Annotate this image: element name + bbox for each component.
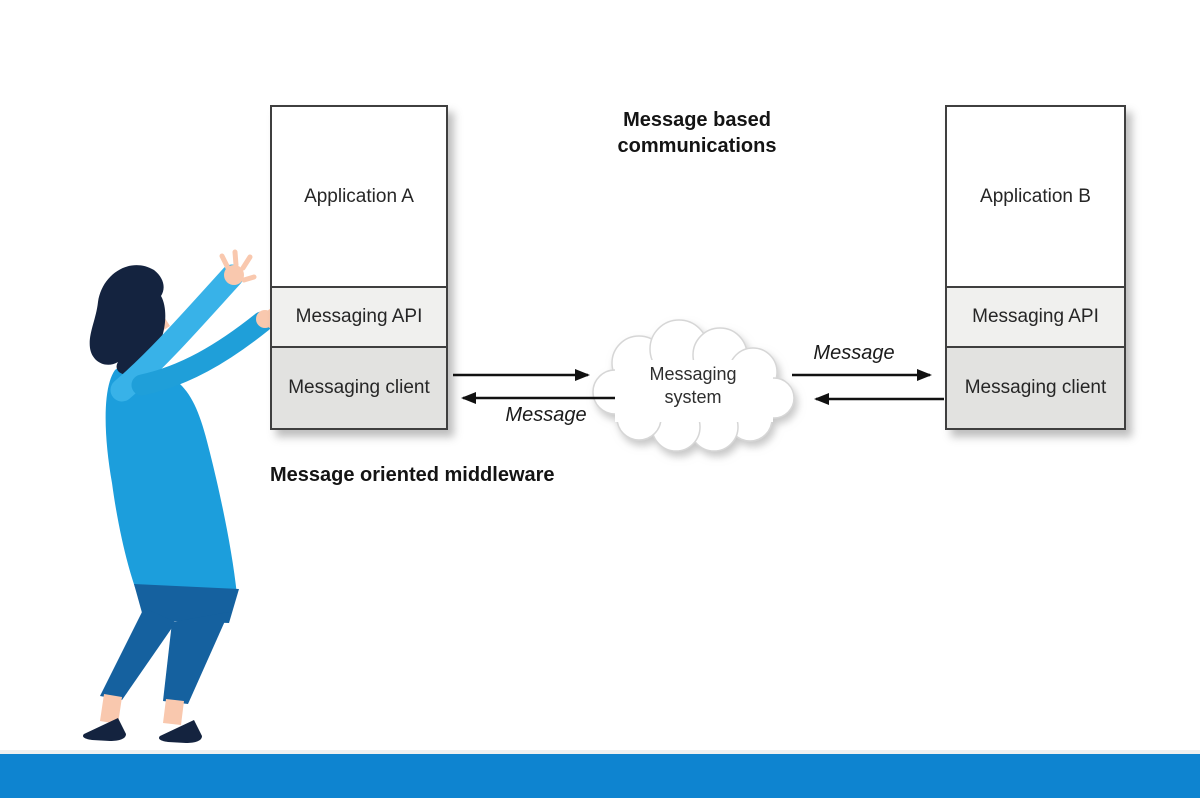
person-shoe-left [82,718,126,741]
person-nose [159,312,170,333]
person-pants-hip [134,584,239,623]
person-arm-reaching [131,311,273,396]
person-torso [105,364,238,595]
presenter-woman-illustration [82,249,288,743]
person-face [123,298,165,346]
person-hand-raised [219,249,257,285]
bottom-bar [0,754,1200,798]
person-hair [89,265,166,375]
diagram-title: Message based communications [617,109,777,157]
app-box-a: Application A Messaging API Messaging cl… [270,105,448,430]
diagram-caption: Message oriented middleware [270,464,555,486]
person-arm-raised [110,264,244,402]
app-box-b: Application B Messaging API Messaging cl… [945,105,1126,430]
person-ankle-right [163,699,184,725]
message-label-left: Message [505,404,587,426]
cloud-label: Messaging system [649,364,737,407]
person-leg-right [163,612,229,704]
app-b-messaging-client-layer: Messaging client [947,346,1124,428]
app-a-messaging-client-layer: Messaging client [272,346,446,428]
floor-line [0,750,1200,754]
person-leg-left [100,608,176,700]
app-b-messaging-api-layer: Messaging API [947,286,1124,346]
app-b-title: Application B [980,185,1091,207]
app-a-title: Application A [304,185,414,207]
person-ankle-left [100,694,122,724]
person-shoe-right [158,720,202,743]
app-a-messaging-api-layer: Messaging API [272,286,446,346]
person-vneck [147,360,160,388]
message-label-right: Message [813,342,895,364]
